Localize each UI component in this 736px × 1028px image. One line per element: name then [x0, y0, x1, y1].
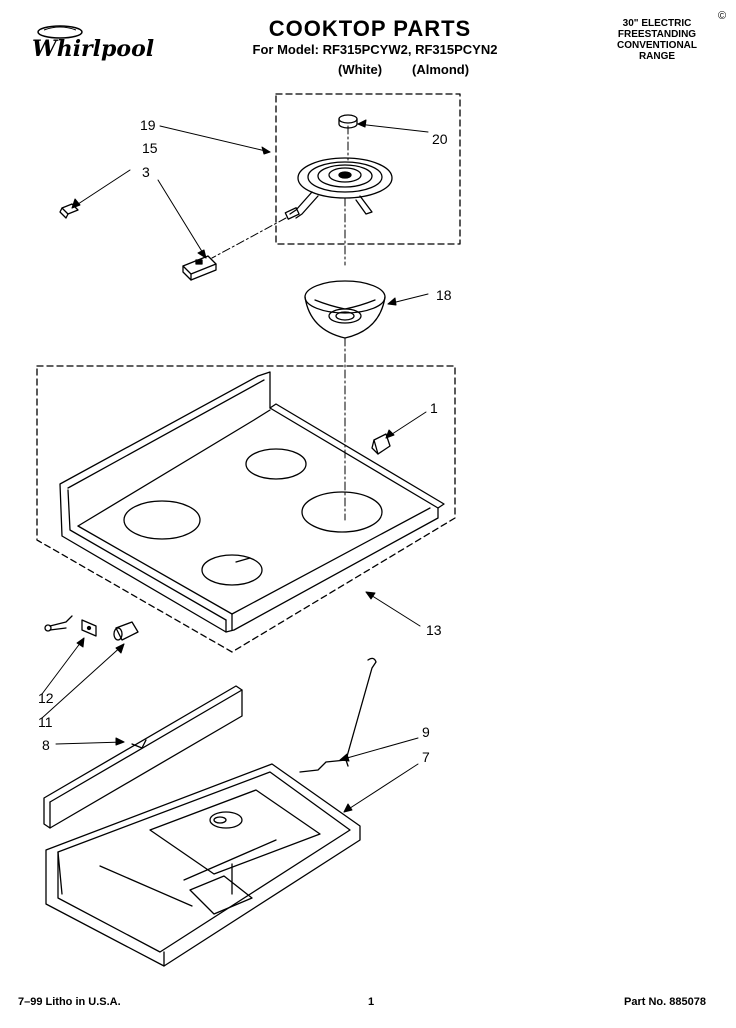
brand-wordmark: Whirlpool	[32, 36, 154, 62]
callout-label: 12	[38, 690, 54, 706]
leader-lines	[41, 119, 429, 813]
surface-element-part	[284, 157, 393, 220]
print-info: 7–99 Litho in U.S.A.	[18, 996, 121, 1008]
callout-label: 13	[426, 622, 442, 638]
product-type-line: RANGE	[638, 51, 676, 62]
cooktop-group-outline	[36, 365, 456, 653]
callout-label: 11	[38, 714, 53, 730]
clip-part	[59, 203, 79, 219]
element-group-outline	[275, 93, 461, 245]
product-type-line: FREESTANDING	[617, 29, 697, 40]
drip-bowl-part	[304, 280, 386, 339]
callout-label: 1	[430, 400, 438, 416]
bracket-part	[371, 433, 391, 455]
callout-label: 15	[142, 140, 158, 156]
terminal-block-part	[182, 255, 217, 281]
sensor-part	[44, 615, 97, 637]
callout-label: 8	[42, 737, 50, 753]
bushing-part	[113, 621, 139, 641]
callout-label: 9	[422, 724, 430, 740]
corner-mark: ©	[718, 10, 727, 22]
variant-almond: (Almond)	[412, 62, 470, 77]
part-number: Part No. 885078	[624, 996, 706, 1008]
variant-white: (White)	[338, 62, 383, 77]
page-title: COOKTOP PARTS	[268, 16, 472, 41]
product-type-line: CONVENTIONAL	[617, 40, 697, 51]
burner-box-part	[45, 763, 361, 967]
rear-strip-part	[43, 685, 243, 829]
product-type-line: 30" ELECTRIC	[622, 18, 692, 29]
whirlpool-logo: Whirlpool	[30, 22, 160, 72]
support-rod-part	[299, 657, 377, 773]
callout-label: 19	[140, 117, 156, 133]
cooktop-part	[59, 371, 445, 633]
callout-label: 3	[142, 164, 150, 180]
page-number: 1	[368, 996, 375, 1008]
callout-label: 20	[432, 131, 448, 147]
product-type-block: 30" ELECTRIC FREESTANDING CONVENTIONAL R…	[592, 18, 722, 62]
callout-label: 18	[436, 287, 452, 303]
callout-label: 7	[422, 749, 430, 765]
model-line: For Model: RF315PCYW2, RF315PCYN2	[252, 42, 498, 57]
